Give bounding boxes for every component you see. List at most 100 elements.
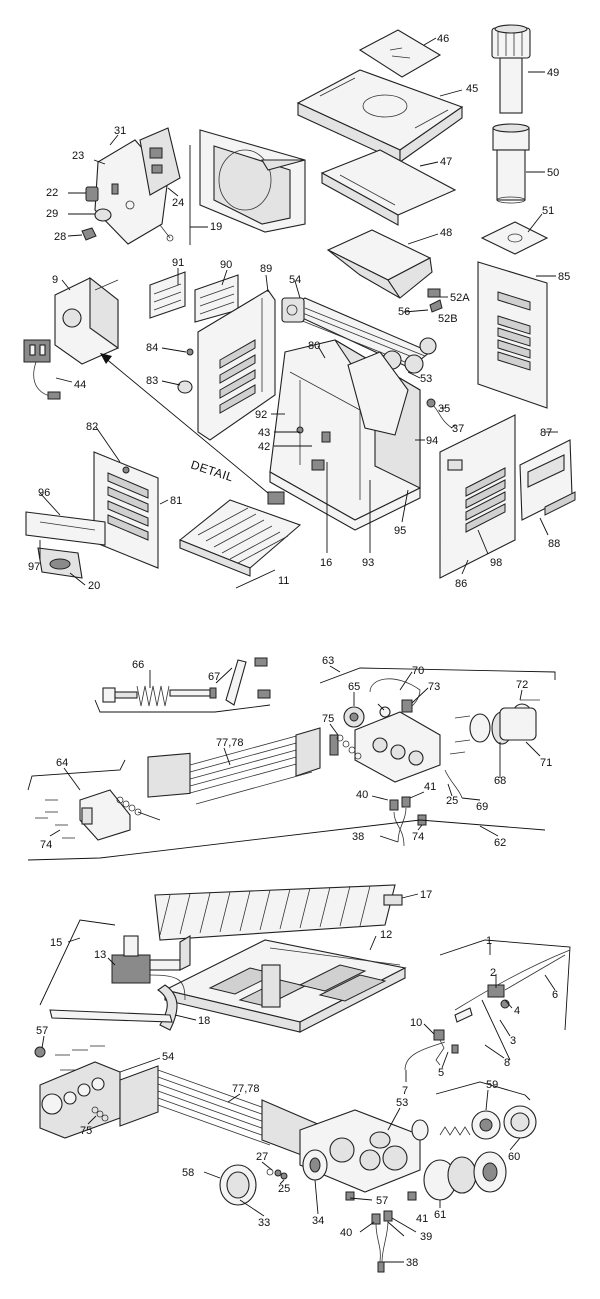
label-60: 60: [508, 1151, 520, 1163]
left-side-panel: [197, 289, 276, 441]
label-15: 15: [50, 937, 62, 949]
label-94: 94: [426, 435, 438, 447]
burner-heat-exchanger-section: 17 15 13 12 1 2 4 6 57 10 3 18 8 5 7 54 …: [34, 884, 571, 1273]
label-59: 59: [486, 1079, 498, 1091]
label-69: 69: [476, 801, 488, 813]
label-37: 37: [452, 423, 464, 435]
label-20: 20: [88, 580, 100, 592]
flame-sensor: [404, 1029, 459, 1071]
label-28: 28: [54, 231, 66, 243]
jacket-top: [296, 69, 464, 164]
detail-arrow: [103, 356, 269, 494]
sight-glass: [177, 380, 193, 394]
label-2: 2: [490, 967, 496, 979]
label-7: 7: [402, 1085, 408, 1097]
label-87: 87: [540, 427, 552, 439]
label-22: 22: [46, 187, 58, 199]
label-92: 92: [255, 409, 267, 421]
top-cover-plate: [358, 29, 442, 78]
union-nut-left: [219, 1164, 257, 1206]
label-66: 66: [132, 659, 144, 671]
ignitor-assembly: [439, 939, 571, 1031]
vent-pipe: [492, 123, 530, 204]
label-46: 46: [437, 33, 449, 45]
label-97: 97: [28, 561, 40, 573]
panel-screw: [186, 348, 194, 356]
label-39: 39: [420, 1231, 432, 1243]
label-80: 80: [308, 340, 320, 352]
power-switch: [85, 186, 99, 202]
label-75: 75: [322, 713, 334, 725]
rear-panel: [477, 261, 548, 409]
label-17: 17: [420, 889, 432, 901]
wire-clip: [81, 227, 97, 241]
inlet-outlet-header-bottom: [299, 1109, 421, 1193]
burner-tubes: [154, 884, 403, 941]
label-74-left: 74: [40, 839, 52, 851]
part-labels-bottom: 17 15 13 12 1 2 4 6 57 10 3 18 8 5 7 54 …: [36, 889, 558, 1269]
label-35: 35: [438, 403, 450, 415]
label-83: 83: [146, 375, 158, 387]
pressure-switches-bottom: [345, 1191, 417, 1273]
label-23: 23: [72, 150, 84, 162]
label-44: 44: [74, 379, 86, 391]
return-header-bottom: [39, 1061, 121, 1139]
label-52A: 52A: [450, 292, 470, 304]
header-detail-section: 66 67 63 70 73 65 72 75 77,78 64 71 68 4…: [27, 655, 556, 861]
leader-lines-mid: [49, 665, 541, 843]
control-panel-bracket: [94, 127, 181, 245]
label-91: 91: [172, 257, 184, 269]
label-53-bottom: 53: [396, 1097, 408, 1109]
label-25: 25: [446, 795, 458, 807]
gas-valve-block: [23, 339, 61, 400]
label-84: 84: [146, 342, 158, 354]
label-33: 33: [258, 1217, 270, 1229]
label-67: 67: [208, 671, 220, 683]
vent-cap: [491, 24, 531, 114]
label-65: 65: [348, 681, 360, 693]
label-50: 50: [547, 167, 559, 179]
label-51: 51: [542, 205, 554, 217]
label-77-78: 77,78: [216, 737, 244, 749]
flue-collector-tray: [320, 149, 457, 226]
label-93: 93: [362, 557, 374, 569]
label-85: 85: [558, 271, 570, 283]
heater-assembly-section: 46 45 49 31 23 22 29 28 24 19 47 50 48 5…: [23, 24, 576, 592]
main-cabinet: [269, 339, 421, 531]
label-96: 96: [38, 487, 50, 499]
label-1: 1: [486, 935, 492, 947]
flue-clip: [429, 299, 443, 313]
label-88: 88: [548, 538, 560, 550]
part-labels-top: 46 45 49 31 23 22 29 28 24 19 47 50 48 5…: [28, 33, 570, 592]
label-18: 18: [198, 1015, 210, 1027]
grommet: [94, 208, 112, 222]
manifold-rail: [49, 1009, 173, 1023]
label-64: 64: [56, 757, 68, 769]
right-side-panel: [439, 414, 516, 579]
part-labels-mid: 66 67 63 70 73 65 72 75 77,78 64 71 68 4…: [40, 655, 552, 851]
label-29: 29: [46, 208, 58, 220]
label-38-bottom: 38: [406, 1257, 418, 1269]
label-5: 5: [438, 1067, 444, 1079]
label-53: 53: [420, 373, 432, 385]
label-52B: 52B: [438, 313, 458, 325]
label-49: 49: [547, 67, 559, 79]
label-13: 13: [94, 949, 106, 961]
label-95: 95: [394, 525, 406, 537]
side-door-panel: [519, 439, 576, 521]
detail-label: DETAIL: [189, 458, 235, 485]
label-74-right: 74: [412, 831, 424, 843]
label-54: 54: [162, 1051, 174, 1063]
label-57-left: 57: [36, 1025, 48, 1037]
label-89: 89: [260, 263, 272, 275]
inlet-outlet-header: [329, 711, 441, 783]
burner-tray-bottom: [163, 939, 407, 1033]
label-8: 8: [504, 1057, 510, 1069]
label-61: 61: [434, 1209, 446, 1221]
label-77-78-bottom: 77,78: [232, 1083, 260, 1095]
heat-exchanger-top: [281, 297, 437, 374]
label-48: 48: [440, 227, 452, 239]
label-19: 19: [210, 221, 222, 233]
label-73: 73: [428, 681, 440, 693]
